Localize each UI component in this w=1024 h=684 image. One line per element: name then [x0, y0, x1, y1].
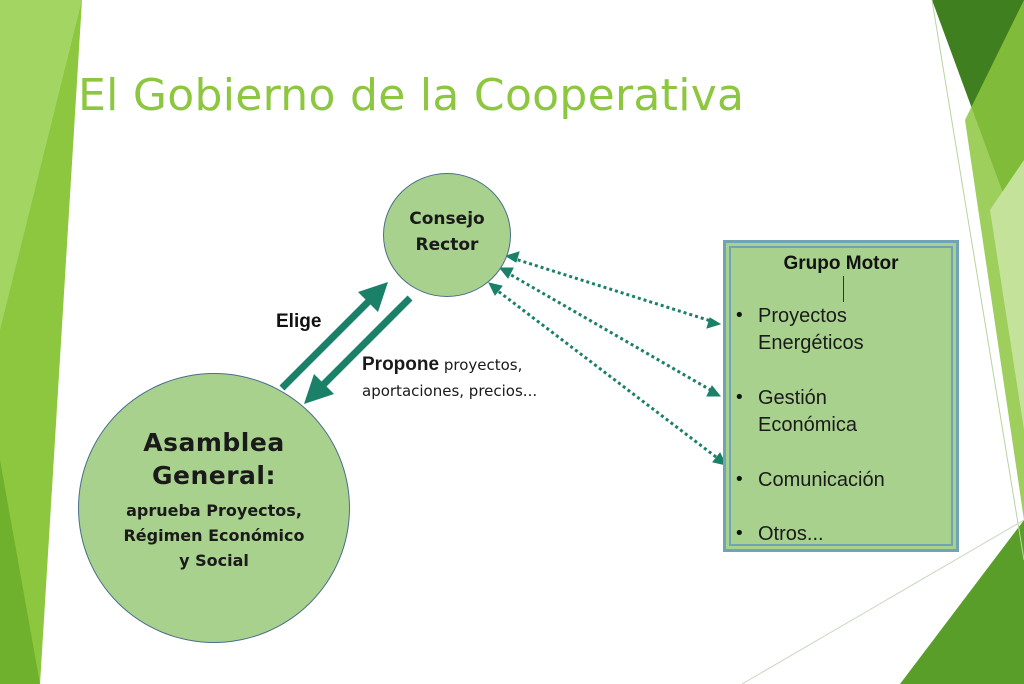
- grupo-item-comunicacion: Comunicación: [758, 467, 885, 494]
- dotted-arrow-gestion: [498, 267, 722, 397]
- grupo-item-proyectos-line2: Energéticos: [758, 332, 864, 354]
- bottom-thin-line: [741, 519, 1024, 684]
- bullet-icon: •: [734, 305, 745, 326]
- propone-label: Propone proyectos, aportaciones, precios…: [362, 352, 537, 404]
- elige-label: Elige: [276, 311, 322, 332]
- consejo-line1: Consejo: [409, 209, 485, 229]
- left-green-wedge-light: [0, 0, 82, 330]
- grupo-item-otros-line1: Otros...: [758, 523, 824, 545]
- asamblea-description: aprueba Proyectos, Régimen Económico y S…: [89, 498, 339, 573]
- propone-rest2: aportaciones, precios...: [362, 382, 538, 400]
- bullet-icon: •: [734, 523, 745, 544]
- consejo-rector-label: Consejo Rector: [384, 206, 510, 258]
- grupo-item-gestion-line2: Económica: [758, 414, 857, 436]
- grupo-item-proyectos: Proyectos Energéticos: [758, 303, 864, 357]
- grupo-motor-divider: [843, 276, 844, 302]
- grupo-item-gestion: Gestión Económica: [758, 385, 857, 439]
- grupo-item-gestion-line1: Gestión: [758, 387, 827, 409]
- grupo-item-comunicacion-line1: Comunicación: [758, 469, 885, 491]
- asamblea-heading: Asamblea General:: [79, 426, 349, 492]
- elige-arrow: [279, 282, 388, 391]
- propone-rest1: proyectos,: [439, 356, 523, 374]
- asamblea-sub1: aprueba Proyectos,: [126, 501, 302, 520]
- dotted-arrow-comunicacion: [488, 282, 727, 466]
- bullet-icon: •: [734, 387, 745, 408]
- asamblea-general-node: Asamblea General: aprueba Proyectos, Rég…: [78, 373, 350, 643]
- left-green-wedge-bottom: [0, 460, 40, 684]
- grupo-motor-box: Grupo Motor • Proyectos Energéticos • Ge…: [723, 240, 959, 552]
- right-thin-line: [931, 0, 1024, 561]
- grupo-motor-title: Grupo Motor: [783, 253, 899, 274]
- consejo-line2: Rector: [415, 235, 479, 255]
- grupo-item-proyectos-line1: Proyectos: [758, 305, 847, 327]
- asamblea-sub2: Régimen Económico: [123, 526, 305, 545]
- slide-title: El Gobierno de la Cooperativa: [78, 70, 745, 121]
- consejo-rector-node: Consejo Rector: [383, 173, 511, 297]
- propone-arrow: [304, 295, 413, 404]
- dotted-arrow-proyectos: [504, 251, 722, 329]
- bullet-icon: •: [734, 469, 745, 490]
- propone-bold: Propone: [362, 354, 440, 375]
- right-green-wedge-bottom: [900, 520, 1024, 684]
- asamblea-sub3: y Social: [179, 551, 249, 570]
- asamblea-head2: General:: [152, 461, 276, 490]
- right-green-wedge-mid: [965, 0, 1024, 520]
- grupo-item-otros: Otros...: [758, 521, 824, 548]
- right-green-wedge-light: [990, 160, 1024, 430]
- asamblea-head1: Asamblea: [143, 428, 285, 457]
